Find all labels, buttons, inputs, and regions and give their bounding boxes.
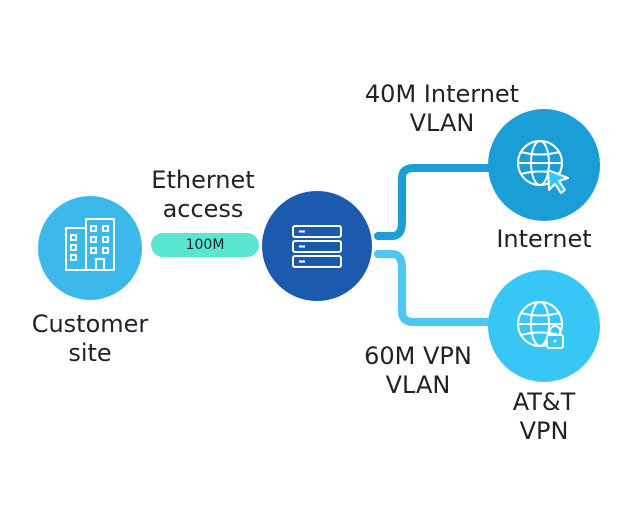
vpn-label: AT&T VPN [474, 388, 614, 446]
internet-vlan-connector [374, 164, 494, 240]
vpn-node [488, 270, 600, 382]
access-speed-pill [151, 233, 259, 257]
customer-label-line1: Customer [31, 310, 149, 338]
building-icon [65, 218, 115, 271]
access-speed-label: 100M [185, 237, 225, 253]
internet-vlan-label: 40M Internet VLAN [352, 80, 532, 138]
vpn-label-line2: VPN [519, 417, 569, 445]
customer-label-line2: site [68, 339, 112, 367]
vpn-vlan-line2: VLAN [385, 371, 451, 399]
internet-vlan-line1: 40M Internet [364, 80, 520, 108]
customer-site-label: Customer site [20, 310, 160, 368]
internet-node [488, 109, 600, 221]
vpn-label-line1: AT&T [512, 388, 576, 416]
access-title-line1: Ethernet [151, 166, 255, 194]
vpn-vlan-connector [374, 250, 494, 326]
internet-vlan-line2: VLAN [409, 109, 475, 137]
access-title-line2: access [162, 195, 244, 223]
vpn-vlan-line1: 60M VPN [364, 342, 472, 370]
access-link-title: Ethernet access [143, 166, 263, 224]
server-icon [292, 225, 342, 268]
globe-lock-icon [517, 301, 564, 349]
vpn-vlan-label: 60M VPN VLAN [348, 342, 488, 400]
customer-site-node [38, 196, 142, 300]
router-node [262, 191, 372, 301]
internet-label: Internet [496, 225, 592, 253]
globe-cursor-icon [517, 140, 569, 194]
